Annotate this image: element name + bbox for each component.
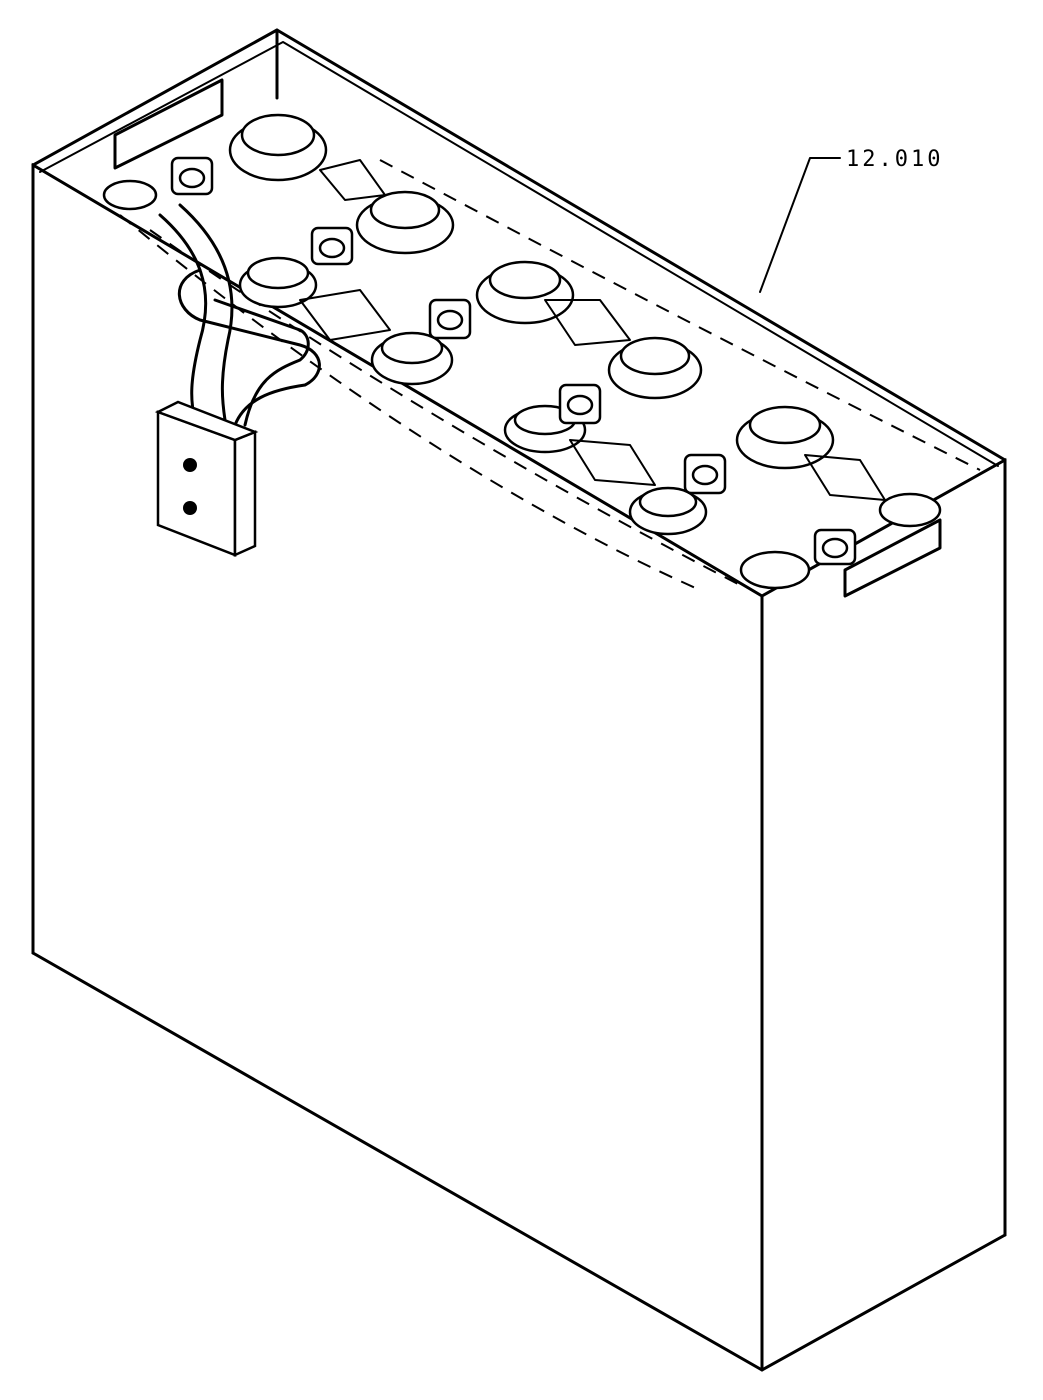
battery-case [31,28,1007,1372]
plug-screw-top [183,458,197,472]
callout: 12.010 [759,147,943,293]
vent-caps [170,156,857,566]
handle-slot-right [843,518,942,598]
battery-cable [158,203,321,427]
connector-plug [154,400,259,557]
handle-slot-left [113,78,224,170]
plug-screw-bottom [183,501,197,515]
cell-outline-dashes [119,159,981,591]
callout-label: 12.010 [846,147,943,172]
cell-connectors [299,159,886,501]
